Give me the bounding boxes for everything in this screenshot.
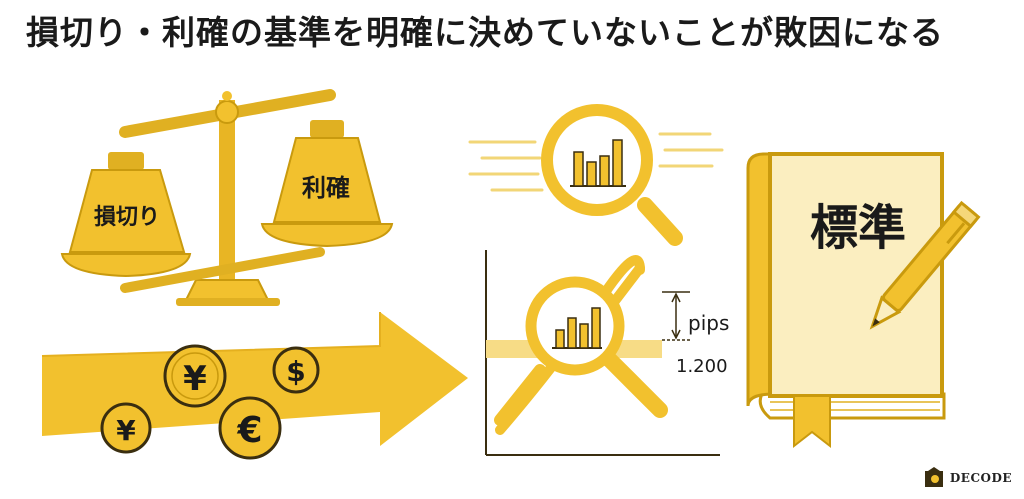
price-chart-illustration: pips 1.200 [485, 250, 729, 456]
stop-loss-weight: 損切り [68, 152, 186, 253]
decode-logo-icon [924, 467, 943, 487]
take-profit-label: 利確 [302, 174, 350, 202]
balance-scale-illustration: 損切り 利確 [60, 89, 394, 306]
yen-coin-large: ¥ [163, 344, 227, 408]
yen-coin-small: ¥ [100, 402, 152, 454]
stop-loss-label: 損切り [94, 205, 160, 230]
decode-logo: DECODE [924, 467, 1012, 489]
euro-coin: € [218, 396, 282, 460]
pips-label: pips [688, 311, 729, 335]
pen-icon [869, 200, 981, 330]
dollar-symbol: $ [286, 355, 305, 388]
euro-symbol: € [236, 410, 262, 451]
price-label: 1.200 [676, 356, 728, 377]
arrow-illustration [41, 312, 468, 446]
magnifier-top-illustration [468, 104, 724, 246]
decode-logo-text: DECODE [949, 471, 1012, 485]
yen-symbol: ¥ [183, 359, 207, 399]
book-illustration: 標準 [746, 152, 946, 449]
take-profit-weight: 利確 [272, 120, 382, 223]
pips-bracket [662, 291, 690, 341]
yen-symbol-small: ¥ [116, 414, 136, 447]
book-title: 標準 [810, 200, 906, 256]
page-title: 損切り・利確の基準を明確に決めていないことが敗因になる [26, 13, 944, 52]
dollar-coin: $ [272, 346, 320, 394]
